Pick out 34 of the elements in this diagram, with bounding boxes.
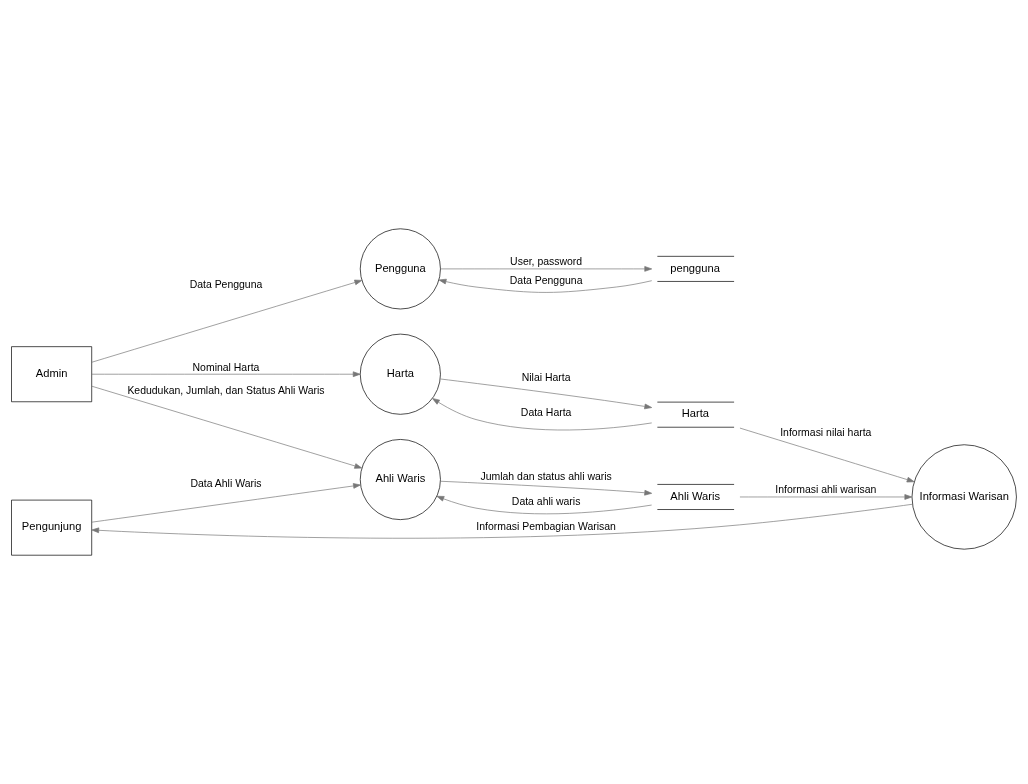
- arrow: [91, 279, 363, 363]
- arrow: [440, 378, 653, 410]
- edge-label: Data Pengguna: [509, 274, 583, 286]
- arrow: [91, 503, 913, 539]
- node-text: Harta: [681, 407, 710, 420]
- arrow: [440, 266, 653, 272]
- edge-label: Informasi nilai harta: [780, 426, 872, 438]
- edge-label: Informasi Pembagian Warisan: [476, 520, 616, 532]
- node-circle: Ahli Waris: [359, 439, 441, 520]
- arrow: [739, 494, 913, 500]
- arrow: [438, 278, 653, 293]
- edge-label: Data Ahli Waris: [190, 477, 262, 489]
- edge-label: User, password: [510, 256, 583, 268]
- edge-label: Data ahli waris: [511, 495, 581, 507]
- node-box: Admin: [11, 346, 93, 403]
- arrow: [91, 385, 363, 469]
- edge-label: Nilai Harta: [521, 371, 571, 383]
- node-text: Ahli Waris: [670, 489, 721, 502]
- arrow: [436, 495, 652, 515]
- arrow: [91, 371, 361, 377]
- edge-label: Informasi ahli warisan: [775, 484, 877, 496]
- node-circle: Informasi Warisan: [911, 444, 1017, 550]
- node-text: pengguna: [670, 261, 720, 274]
- edge-label: Data Pengguna: [189, 279, 263, 291]
- arrow: [91, 483, 361, 523]
- node-circle: Pengguna: [359, 228, 441, 310]
- edge-label: Kedudukan, Jumlah, dan Status Ahli Waris: [127, 384, 325, 396]
- arrow: [432, 398, 653, 431]
- node-box: Pengunjung: [11, 499, 93, 556]
- edge-label: Nominal Harta: [192, 361, 260, 373]
- edge-label: Jumlah dan status ahli waris: [480, 470, 612, 482]
- arrow: [440, 480, 653, 496]
- arrow: [739, 427, 915, 483]
- edge-label: Data Harta: [520, 407, 572, 419]
